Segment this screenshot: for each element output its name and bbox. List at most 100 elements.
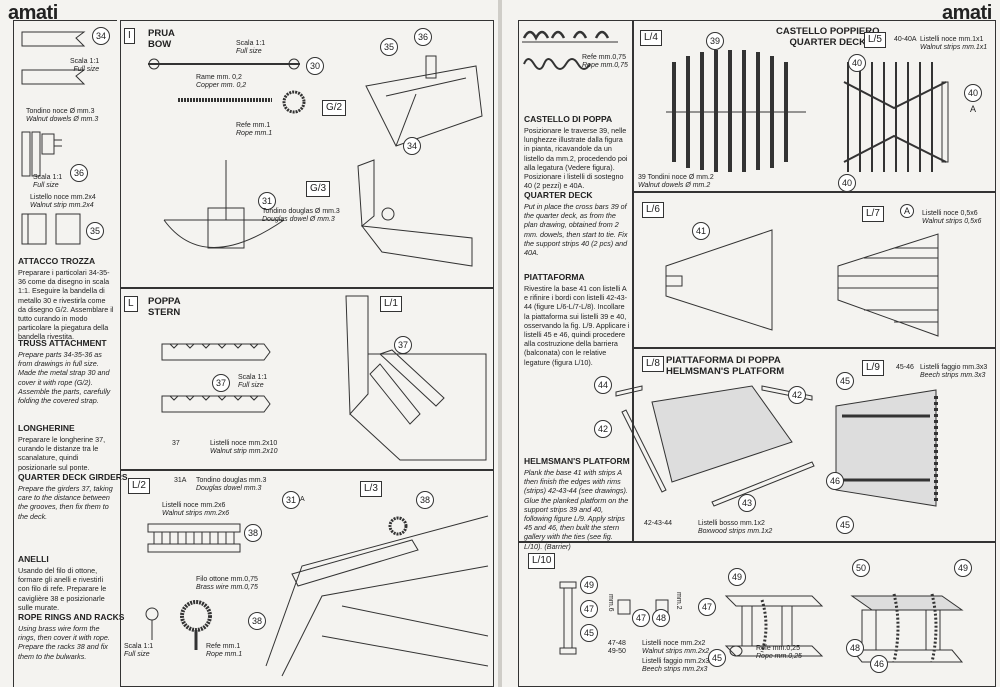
callout-47: 47 <box>580 600 598 618</box>
callout-45: 45 <box>836 372 854 390</box>
callout-38-l2: 38 <box>244 524 262 542</box>
callout-34: 34 <box>92 27 110 45</box>
sidebar-parts-drawing <box>21 31 86 245</box>
sec-attacco-trozza-heading: ATTACCO TROZZA <box>18 256 96 266</box>
panel-l8-l9 <box>633 348 996 542</box>
callout-45c: 45 <box>708 649 726 667</box>
l2-rack-drawing <box>147 523 241 553</box>
l10-mm2: mm.2 <box>675 592 682 610</box>
tag-l7: L/7 <box>862 206 884 222</box>
l5-frame-drawing <box>843 62 949 172</box>
callout-48b: 48 <box>846 639 864 657</box>
l7-planked-drawing <box>837 233 939 337</box>
book-spine <box>498 0 502 687</box>
sec-quarter-deck-heading: QUARTER DECK <box>524 190 593 200</box>
sec-truss-heading: TRUSS ATTACHMENT <box>18 338 107 348</box>
tag-l2: L/2 <box>128 478 150 494</box>
callout-31-prua: 31 <box>258 192 276 210</box>
sec-anelli-heading: ANELLI <box>18 554 49 564</box>
sec-truss-text: Prepare parts 34-35-36 as from drawings … <box>18 350 111 406</box>
tag-l10: L/10 <box>528 553 556 569</box>
callout-49b: 49 <box>728 568 746 586</box>
callout-35: 35 <box>86 222 104 240</box>
sec-longherine-text: Preparare le longherine 37, curando le d… <box>18 435 106 472</box>
l5-num: 40-40A <box>894 36 917 43</box>
tag-l9: L/9 <box>862 360 884 376</box>
callout-45-l10: 45 <box>580 624 598 642</box>
brand-logo-left: amati <box>8 2 58 24</box>
sec-quarter-deck-text: Put in place the cross bars 39 of the qu… <box>524 202 628 258</box>
callout-46: 46 <box>826 472 844 490</box>
sidebar-column <box>13 20 117 687</box>
callout-42b: 42 <box>788 386 806 404</box>
callout-39: 39 <box>706 32 724 50</box>
callout-37-poppa: 37 <box>212 374 230 392</box>
callout-49c: 49 <box>954 559 972 577</box>
poppa-girders-drawing <box>161 343 271 413</box>
tag-i: I <box>124 28 135 44</box>
callout-40: 40 <box>848 54 866 72</box>
l10-mm6: mm.6 <box>607 594 614 612</box>
sec-castello-text: Posizionare le traverse 39, nelle lunghe… <box>524 126 628 191</box>
poppa-strips-num: 37 <box>172 440 180 447</box>
callout-30: 30 <box>306 57 324 75</box>
callout-36: 36 <box>70 164 88 182</box>
l8-num: 42-43-44 <box>644 520 673 527</box>
callout-38-deck: 38 <box>248 612 266 630</box>
callout-37-stern: 37 <box>394 336 412 354</box>
sec-rope-rings-text: Using brass wire form the rings, then co… <box>18 624 110 661</box>
panel-poppa <box>120 288 494 470</box>
panel-prua <box>120 20 494 288</box>
callout-36-prua: 36 <box>414 28 432 46</box>
callout-50: 50 <box>852 559 870 577</box>
callout-45b: 45 <box>836 516 854 534</box>
callout-40a: 40 A <box>964 84 982 114</box>
prua-drawing <box>148 58 306 249</box>
l2-num: 31A <box>174 477 187 484</box>
tag-l3: L/3 <box>360 481 382 497</box>
l10-stern-gallery-drawing <box>850 593 964 663</box>
right-text-column <box>518 20 633 542</box>
l3-a: A <box>300 496 305 503</box>
poppa-stern-drawing <box>345 295 487 461</box>
callout-42: 42 <box>594 420 612 438</box>
sec-girders-heading: QUARTER DECK GIRDERS <box>18 472 128 482</box>
callout-43: 43 <box>738 494 756 512</box>
l3-deck-drawing <box>265 515 489 677</box>
panel-l4-l5 <box>633 20 996 192</box>
l2-ring-drawing <box>145 600 212 650</box>
sec-girders-text: Prepare the girders 37, taking care to t… <box>18 484 113 521</box>
callout-48: 48 <box>652 609 670 627</box>
callout-41: 41 <box>692 222 710 240</box>
tag-l8: L/8 <box>642 356 664 372</box>
callout-34-prua: 34 <box>403 137 421 155</box>
tag-l1: L/1 <box>380 296 402 312</box>
l6-base-drawing <box>665 229 773 331</box>
callout-46-l10: 46 <box>870 655 888 673</box>
l4-rope-drawing <box>522 30 618 70</box>
l10-gallery-drawing <box>724 595 824 657</box>
l4-quarter-deck-drawing <box>666 50 806 172</box>
prua-detail-drawing <box>365 55 483 147</box>
callout-38-l3: 38 <box>416 491 434 509</box>
prua-stem-drawing <box>357 159 473 267</box>
sec-castello-heading: CASTELLO DI POPPA <box>524 114 613 124</box>
l8-platform-drawing <box>615 385 815 507</box>
sec-longherine-heading: LONGHERINE <box>18 423 75 433</box>
